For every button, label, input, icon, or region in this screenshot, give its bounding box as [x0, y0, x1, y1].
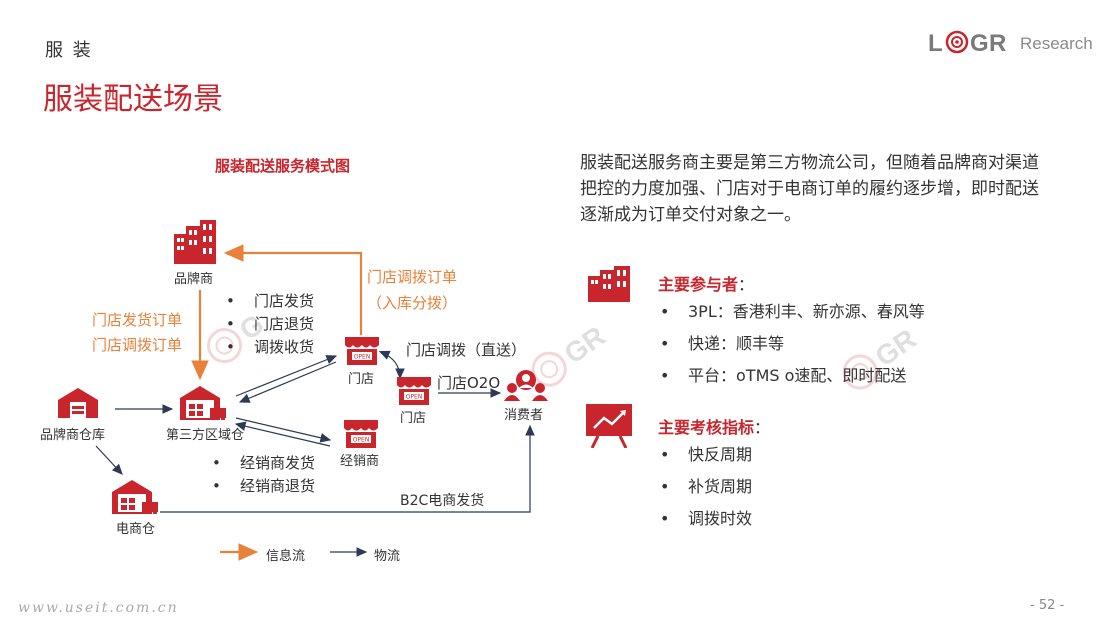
dealer-store-icon: OPEN [344, 420, 378, 448]
logo-word: Research [1020, 34, 1093, 53]
warehouse-icon [58, 388, 98, 418]
participants-list: 3PL：香港利丰、新亦源、春风等 快递：顺丰等 平台：oTMS o速配、即时配送 [660, 296, 925, 392]
metrics-list: 快反周期 补货周期 调拨时效 [660, 439, 752, 535]
logr-logo: L G R Research [928, 26, 1093, 60]
list-item: 门店退货 [226, 313, 314, 336]
legend-info-flow: 信息流 [266, 549, 306, 564]
store-icon: OPEN [397, 377, 431, 405]
node-dealer-label: 经销商 [340, 454, 380, 469]
flow-label-store-transfer-order: 门店调拨订单 [92, 336, 183, 354]
store-icon: OPEN [345, 337, 379, 365]
metrics-heading-text: 主要考核指标 [658, 418, 755, 437]
flow-label-inbound-allocation: （入库分拨） [367, 294, 458, 312]
legend-logistics-flow: 物流 [374, 549, 401, 564]
node-3pl-warehouse-label: 第三方区域仓 [166, 428, 245, 443]
svg-text:L: L [928, 30, 943, 57]
footer-url: www.useit.com.cn [18, 600, 179, 616]
watermark-logo-icon: GR [842, 323, 922, 390]
info-flow-store-to-brand [223, 244, 363, 335]
flow-label-b2c: B2C电商发货 [400, 493, 485, 509]
svg-text:R: R [989, 30, 1006, 57]
logo-mark-icon: L G R [928, 30, 1006, 57]
list-item: 补货周期 [660, 471, 752, 503]
list-item: 3PL：香港利丰、新亦源、春风等 [660, 296, 925, 328]
consumers-icon [504, 370, 548, 401]
node-store-a-label: 门店 [348, 372, 375, 387]
list-item: 经销商退货 [212, 475, 315, 498]
list-item: 快反周期 [660, 439, 752, 471]
svg-text:OPEN: OPEN [354, 354, 371, 361]
flow-3pl-to-store-1 [235, 355, 338, 397]
metrics-heading: 主要考核指标： [658, 414, 770, 438]
list-item: 调拨时效 [660, 503, 752, 535]
flow-label-transfer-order: 门店调拨订单 [367, 268, 458, 286]
participants-heading-colon: ： [738, 275, 755, 294]
building-icon [174, 220, 216, 264]
section-tag: 服 装 [45, 40, 93, 61]
dealer-ops-list: 经销商发货 经销商退货 [212, 452, 315, 498]
watermark-logo-icon: GR [531, 320, 611, 387]
list-item: 门店发货 [226, 290, 314, 313]
svg-text:GR: GR [870, 323, 922, 372]
flow-3pl-to-dealer-2 [234, 421, 331, 447]
metrics-heading-colon: ： [754, 418, 771, 437]
list-item: 调拨收货 [226, 336, 314, 359]
svg-text:GR: GR [559, 320, 611, 369]
node-ecommerce-warehouse-label: 电商仓 [116, 522, 156, 537]
flow-3pl-to-dealer-1 [235, 417, 332, 443]
list-item: 平台：oTMS o速配、即时配送 [660, 360, 925, 392]
flow-label-store-delivery-order: 门店发货订单 [92, 311, 183, 329]
node-brand-warehouse-label: 品牌商仓库 [40, 428, 106, 443]
svg-text:OPEN: OPEN [353, 437, 370, 444]
page-number: - 52 - [1030, 598, 1065, 613]
building-icon [588, 266, 630, 302]
summary-text: 服装配送服务商主要是第三方物流公司，但随着品牌商对渠道把控的力度加强、门店对于电… [580, 153, 1039, 225]
page-title: 服装配送场景 [43, 82, 223, 117]
flow-b2c [160, 424, 535, 513]
flow-3pl-to-store-2 [238, 361, 337, 403]
flow-label-direct-transfer: 门店调拨（直送） [406, 341, 527, 359]
flow-store-direct-transfer [378, 350, 405, 380]
ecommerce-warehouse-icon [112, 480, 158, 514]
regional-warehouse-icon [180, 386, 226, 420]
diagram-title: 服装配送服务模式图 [215, 157, 351, 175]
store-ops-list: 门店发货 门店退货 调拨收货 [226, 290, 314, 359]
node-store-b-label: 门店 [400, 411, 427, 426]
list-item: 快递：顺丰等 [660, 328, 925, 360]
svg-text:G: G [970, 30, 989, 57]
participants-heading-text: 主要参与者 [658, 275, 739, 294]
svg-text:OPEN: OPEN [406, 394, 423, 401]
participants-heading: 主要参与者： [658, 271, 754, 295]
node-brand-label: 品牌商 [174, 272, 214, 287]
flow-brandwh-to-ecwh [95, 445, 123, 475]
flow-label-o2o: 门店O2O [437, 374, 501, 392]
chart-board-icon [586, 404, 632, 448]
list-item: 经销商发货 [212, 452, 315, 475]
watermark-logo-icon: G [206, 308, 270, 364]
node-consumer-label: 消费者 [504, 408, 544, 423]
